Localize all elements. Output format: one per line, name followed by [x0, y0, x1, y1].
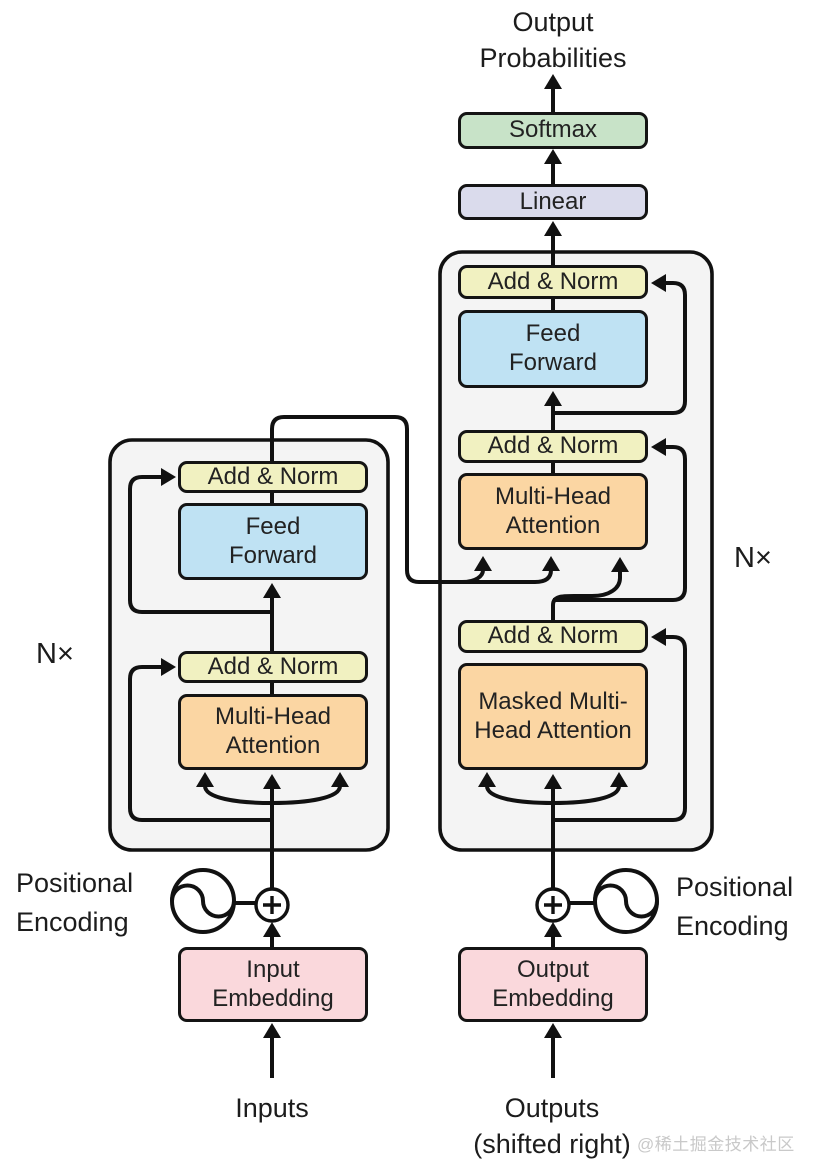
encoder-multi-head-attention-box: Multi-Head Attention	[178, 694, 368, 770]
output-probabilities-label: Output Probabilities	[479, 7, 627, 73]
sine-wave-icon-left	[170, 868, 236, 934]
decoder-multi-head-attention-box: Multi-Head Attention	[458, 473, 648, 550]
outputs-label: Outputs	[504, 1093, 600, 1123]
input-embedding-box: Input Embedding	[178, 947, 368, 1022]
decoder-feed-forward-box: Feed Forward	[458, 310, 648, 388]
decoder-add-norm-top-box: Add & Norm	[458, 265, 648, 299]
encoder-block-outline	[108, 438, 390, 852]
softmax-box: Softmax	[458, 112, 648, 149]
encoder-add-norm-top-box: Add & Norm	[178, 461, 368, 493]
plus-circle-icon-right	[535, 887, 571, 923]
output-embedding-box: Output Embedding	[458, 947, 648, 1022]
watermark: @稀土掘金技术社区	[637, 1135, 795, 1154]
encoder-add-norm-bottom-box: Add & Norm	[178, 651, 368, 683]
softmax-label: Softmax	[508, 116, 598, 144]
encoder-repeat-label: N×	[36, 638, 74, 670]
positional-encoding-label-right: Positional Encoding	[676, 872, 794, 941]
outputs-shifted-right-label: (shifted right)	[473, 1129, 631, 1159]
decoder-repeat-label: N×	[734, 542, 772, 574]
decoder-add-norm-bottom-box: Add & Norm	[458, 620, 648, 653]
positional-encoding-label-left: Positional Encoding	[16, 868, 134, 937]
plus-circle-icon-left	[254, 887, 290, 923]
encoder-feed-forward-box: Feed Forward	[178, 503, 368, 580]
inputs-label: Inputs	[235, 1093, 309, 1123]
linear-label: Linear	[519, 187, 587, 215]
sine-wave-icon-right	[593, 868, 659, 934]
linear-box: Linear	[458, 184, 648, 220]
decoder-add-norm-mid-box: Add & Norm	[458, 430, 648, 463]
masked-multi-head-attention-box: Masked Multi-Head Attention	[458, 663, 648, 770]
